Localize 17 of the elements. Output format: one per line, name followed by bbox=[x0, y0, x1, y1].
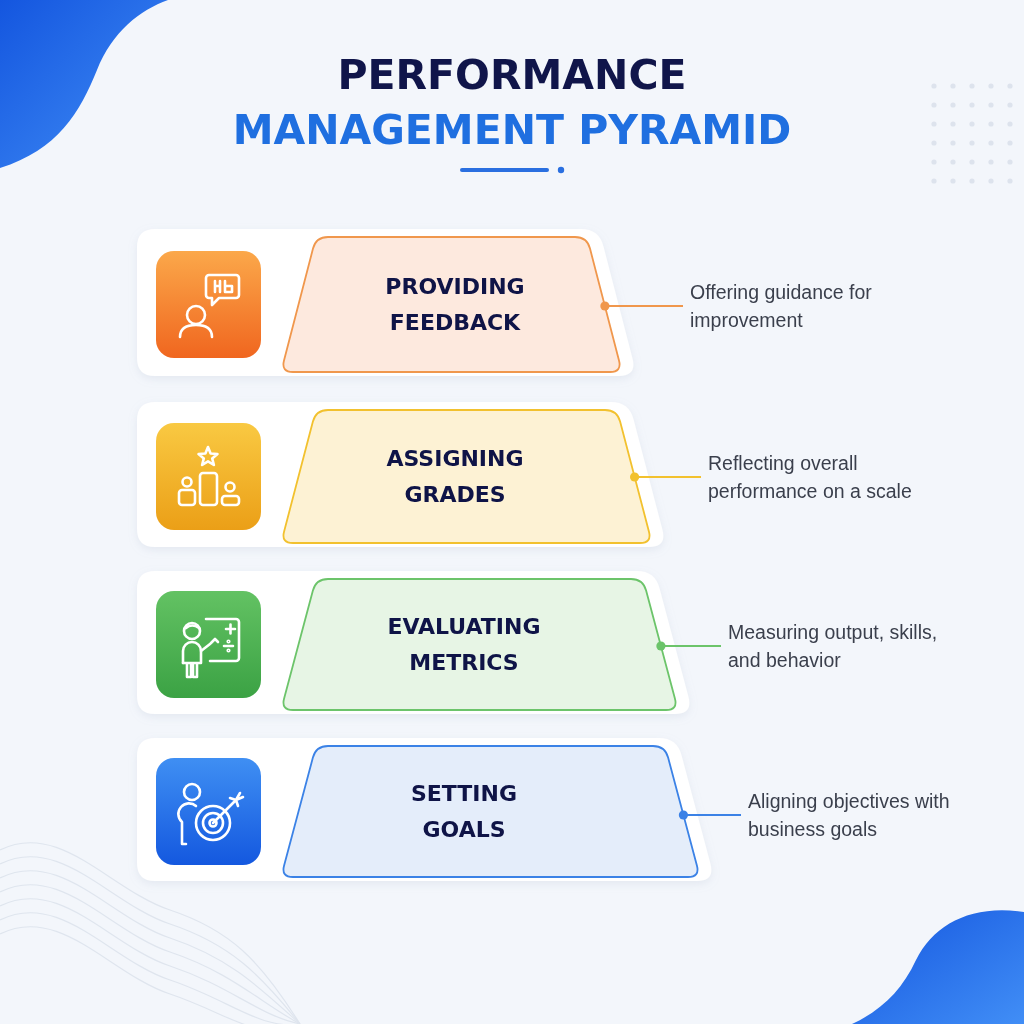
title: PERFORMANCE MANAGEMENT PYRAMID bbox=[231, 50, 793, 156]
pyramid-tier bbox=[281, 746, 700, 877]
tier-label: SETTING GOALS bbox=[409, 779, 518, 844]
pyramid-tier bbox=[281, 237, 622, 372]
tier-label: ASSIGNING GRADES bbox=[385, 444, 525, 509]
leader-line bbox=[630, 472, 702, 482]
description-text: Measuring output, skills, and behavior bbox=[728, 618, 964, 674]
description-text: Aligning objectives with business goals bbox=[748, 787, 976, 843]
description-text: Reflecting overall performance on a scale bbox=[708, 449, 936, 505]
tier-label: PROVIDING FEEDBACK bbox=[384, 272, 526, 337]
leader-line bbox=[656, 641, 722, 651]
leader-line bbox=[600, 301, 684, 311]
description-text: Offering guidance for improvement bbox=[690, 278, 905, 334]
pyramid-tier bbox=[281, 579, 678, 710]
leader-line bbox=[678, 810, 742, 820]
tier-label: EVALUATING METRICS bbox=[386, 612, 542, 677]
pyramid-tier bbox=[281, 410, 652, 543]
